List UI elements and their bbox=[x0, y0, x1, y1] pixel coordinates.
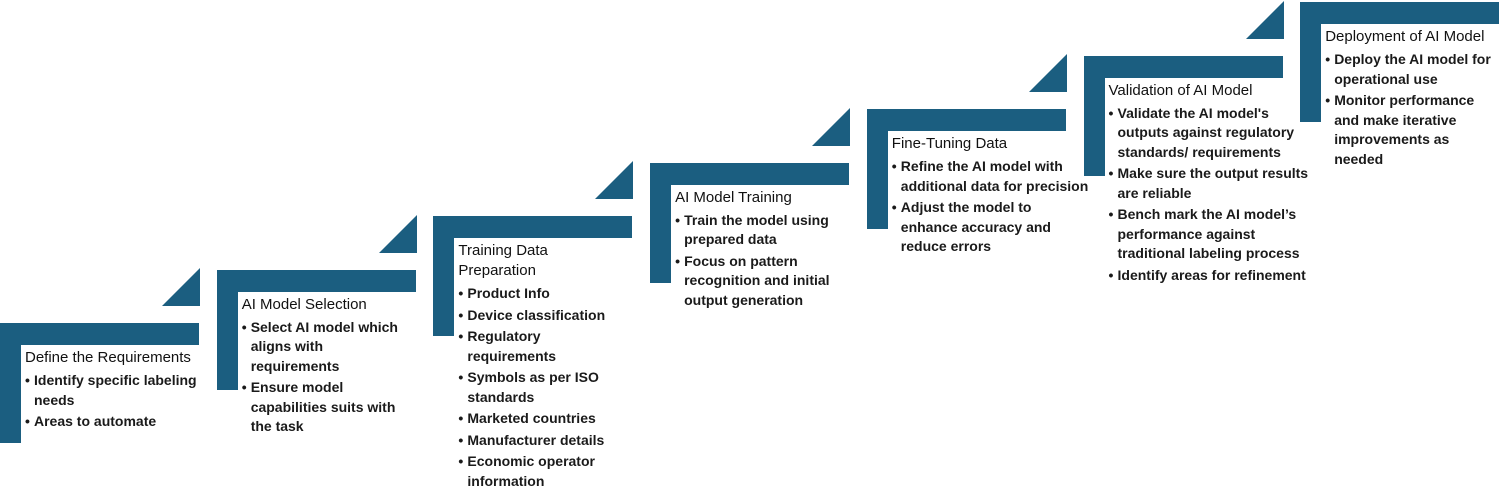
step-bar-horizontal bbox=[866, 109, 1066, 131]
step-bullet: Identify areas for refinement bbox=[1109, 266, 1309, 286]
step-bullet-list: Validate the AI model's outputs against … bbox=[1109, 104, 1309, 286]
step-bar-vertical bbox=[216, 269, 238, 390]
step-title: Define the Requirements bbox=[25, 349, 191, 366]
step-bullet-list: Product InfoDevice classificationRegulat… bbox=[458, 284, 628, 491]
step-bullet: Symbols as per ISO standards bbox=[458, 368, 628, 407]
step-bullet-list: Train the model using prepared dataFocus… bbox=[675, 211, 875, 311]
step-text: Deployment of AI ModelDeploy the AI mode… bbox=[1325, 27, 1500, 171]
step-bullet-list: Deploy the AI model for operational useM… bbox=[1325, 50, 1500, 169]
step-bullet: Select AI model which aligns with requir… bbox=[242, 318, 412, 377]
step-bullet: Regulatory requirements bbox=[458, 327, 628, 366]
step-title: AI Model Selection bbox=[241, 295, 367, 313]
step-text: Fine-Tuning DataRefine the AI model with… bbox=[892, 134, 1092, 259]
step-bullet: Marketed countries bbox=[458, 409, 628, 429]
step-bar-vertical bbox=[866, 109, 888, 229]
step-text: Define the RequirementsIdentify specific… bbox=[25, 348, 225, 434]
step-bar-horizontal bbox=[433, 216, 633, 238]
step-bullet: Ensure model capabilities suits with the… bbox=[242, 378, 412, 437]
step-bullet: Areas to automate bbox=[25, 412, 225, 432]
arrow-triangle-icon bbox=[162, 268, 200, 306]
step-text: AI Model SelectionSelect AI model which … bbox=[242, 295, 412, 439]
step-bullet: Economic operator information bbox=[458, 452, 628, 491]
step-bar-vertical bbox=[0, 323, 21, 443]
step-title: Validation of AI Model bbox=[1108, 81, 1253, 99]
arrow-triangle-icon bbox=[1028, 54, 1067, 92]
step-bar-vertical bbox=[433, 216, 455, 336]
step-title: Training Data Preparation bbox=[458, 242, 548, 279]
step-title: Fine-Tuning Data bbox=[891, 135, 1008, 152]
step-text: Validation of AI ModelValidate the AI mo… bbox=[1109, 81, 1309, 288]
step-bullet-list: Identify specific labeling needsAreas to… bbox=[25, 371, 225, 432]
step-bullet: Refine the AI model with additional data… bbox=[892, 157, 1092, 196]
step-bullet: Make sure the output results are reliabl… bbox=[1109, 164, 1309, 203]
step-bar-horizontal bbox=[1083, 55, 1283, 78]
step-bar-vertical bbox=[1300, 2, 1322, 122]
arrow-triangle-icon bbox=[595, 161, 634, 199]
step-bullet: Product Info bbox=[458, 284, 628, 304]
step-text: Training Data PreparationProduct InfoDev… bbox=[458, 241, 628, 493]
step-bullet: Train the model using prepared data bbox=[675, 211, 875, 250]
step-bullet: Validate the AI model's outputs against … bbox=[1109, 104, 1309, 163]
arrow-triangle-icon bbox=[812, 107, 851, 146]
step-bullet: Deploy the AI model for operational use bbox=[1325, 50, 1500, 89]
step-bullet-list: Select AI model which aligns with requir… bbox=[242, 318, 412, 437]
step-bullet: Manufacturer details bbox=[458, 431, 628, 451]
step-bullet: Identify specific labeling needs bbox=[25, 371, 225, 410]
step-title: Deployment of AI Model bbox=[1325, 28, 1485, 45]
step-bar-vertical bbox=[1083, 55, 1105, 176]
step-bullet: Bench mark the AI model’s performance ag… bbox=[1109, 205, 1309, 264]
step-bullet: Focus on pattern recognition and initial… bbox=[675, 252, 875, 311]
step-bar-horizontal bbox=[1300, 2, 1500, 24]
step-bullet: Monitor performance and make iterative i… bbox=[1325, 91, 1500, 169]
arrow-triangle-icon bbox=[1245, 0, 1284, 39]
step-bar-horizontal bbox=[216, 269, 416, 292]
step-bar-horizontal bbox=[650, 162, 850, 185]
step-text: AI Model TrainingTrain the model using p… bbox=[675, 188, 875, 313]
step-bullet: Device classification bbox=[458, 306, 628, 326]
step-bar-horizontal bbox=[0, 323, 199, 345]
arrow-triangle-icon bbox=[378, 214, 417, 253]
step-bar-vertical bbox=[650, 162, 672, 283]
step-bullet-list: Refine the AI model with additional data… bbox=[892, 157, 1092, 257]
step-title: AI Model Training bbox=[675, 188, 792, 206]
step-bullet: Adjust the model to enhance accuracy and… bbox=[892, 198, 1092, 257]
